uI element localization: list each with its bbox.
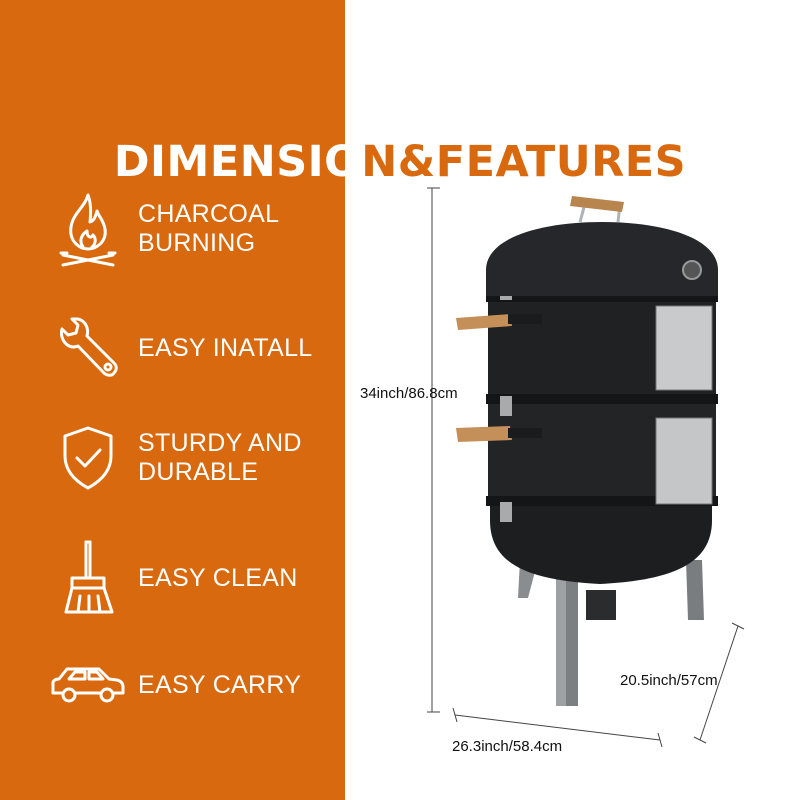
feature-label: EASY INATALL — [138, 333, 313, 362]
smoker-bowl — [490, 500, 712, 620]
page-title: DIMENSION&FEATURES — [0, 66, 800, 187]
depth-dimension-label: 20.5inch/57cm — [620, 672, 718, 689]
width-dimension-label: 26.3inch/58.4cm — [452, 738, 563, 755]
shield-check-icon — [46, 418, 130, 498]
height-dimension-line — [427, 187, 440, 713]
feature-easy-install: EASY INATALL — [0, 308, 345, 388]
feature-label: EASY CARRY — [138, 670, 302, 699]
feature-easy-clean: EASY CLEAN — [0, 538, 345, 618]
feature-label: STURDY AND DURABLE — [138, 429, 302, 486]
car-icon — [46, 645, 130, 725]
feature-charcoal-burning: CHARCOAL BURNING — [0, 189, 345, 269]
feature-label: EASY CLEAN — [138, 563, 298, 592]
smoker-body — [486, 286, 718, 522]
side-handles — [456, 314, 542, 442]
title-part-orange: N&FEATURES — [361, 137, 687, 187]
feature-easy-carry: EASY CARRY — [0, 645, 345, 725]
width-dimension-line — [452, 707, 663, 748]
feature-sturdy-durable: STURDY AND DURABLE — [0, 418, 345, 498]
orange-feature-panel — [0, 0, 345, 800]
depth-dimension-line — [693, 622, 745, 744]
height-dimension-label: 34inch/86.8cm — [360, 385, 458, 402]
lid-handle — [570, 196, 624, 223]
wrench-icon — [46, 308, 130, 388]
smoker-dome-lid — [486, 222, 718, 296]
title-part-white: DIMENSIO — [113, 137, 362, 187]
feature-label: CHARCOAL BURNING — [138, 200, 280, 257]
broom-icon — [46, 538, 130, 618]
fire-icon — [46, 189, 130, 269]
